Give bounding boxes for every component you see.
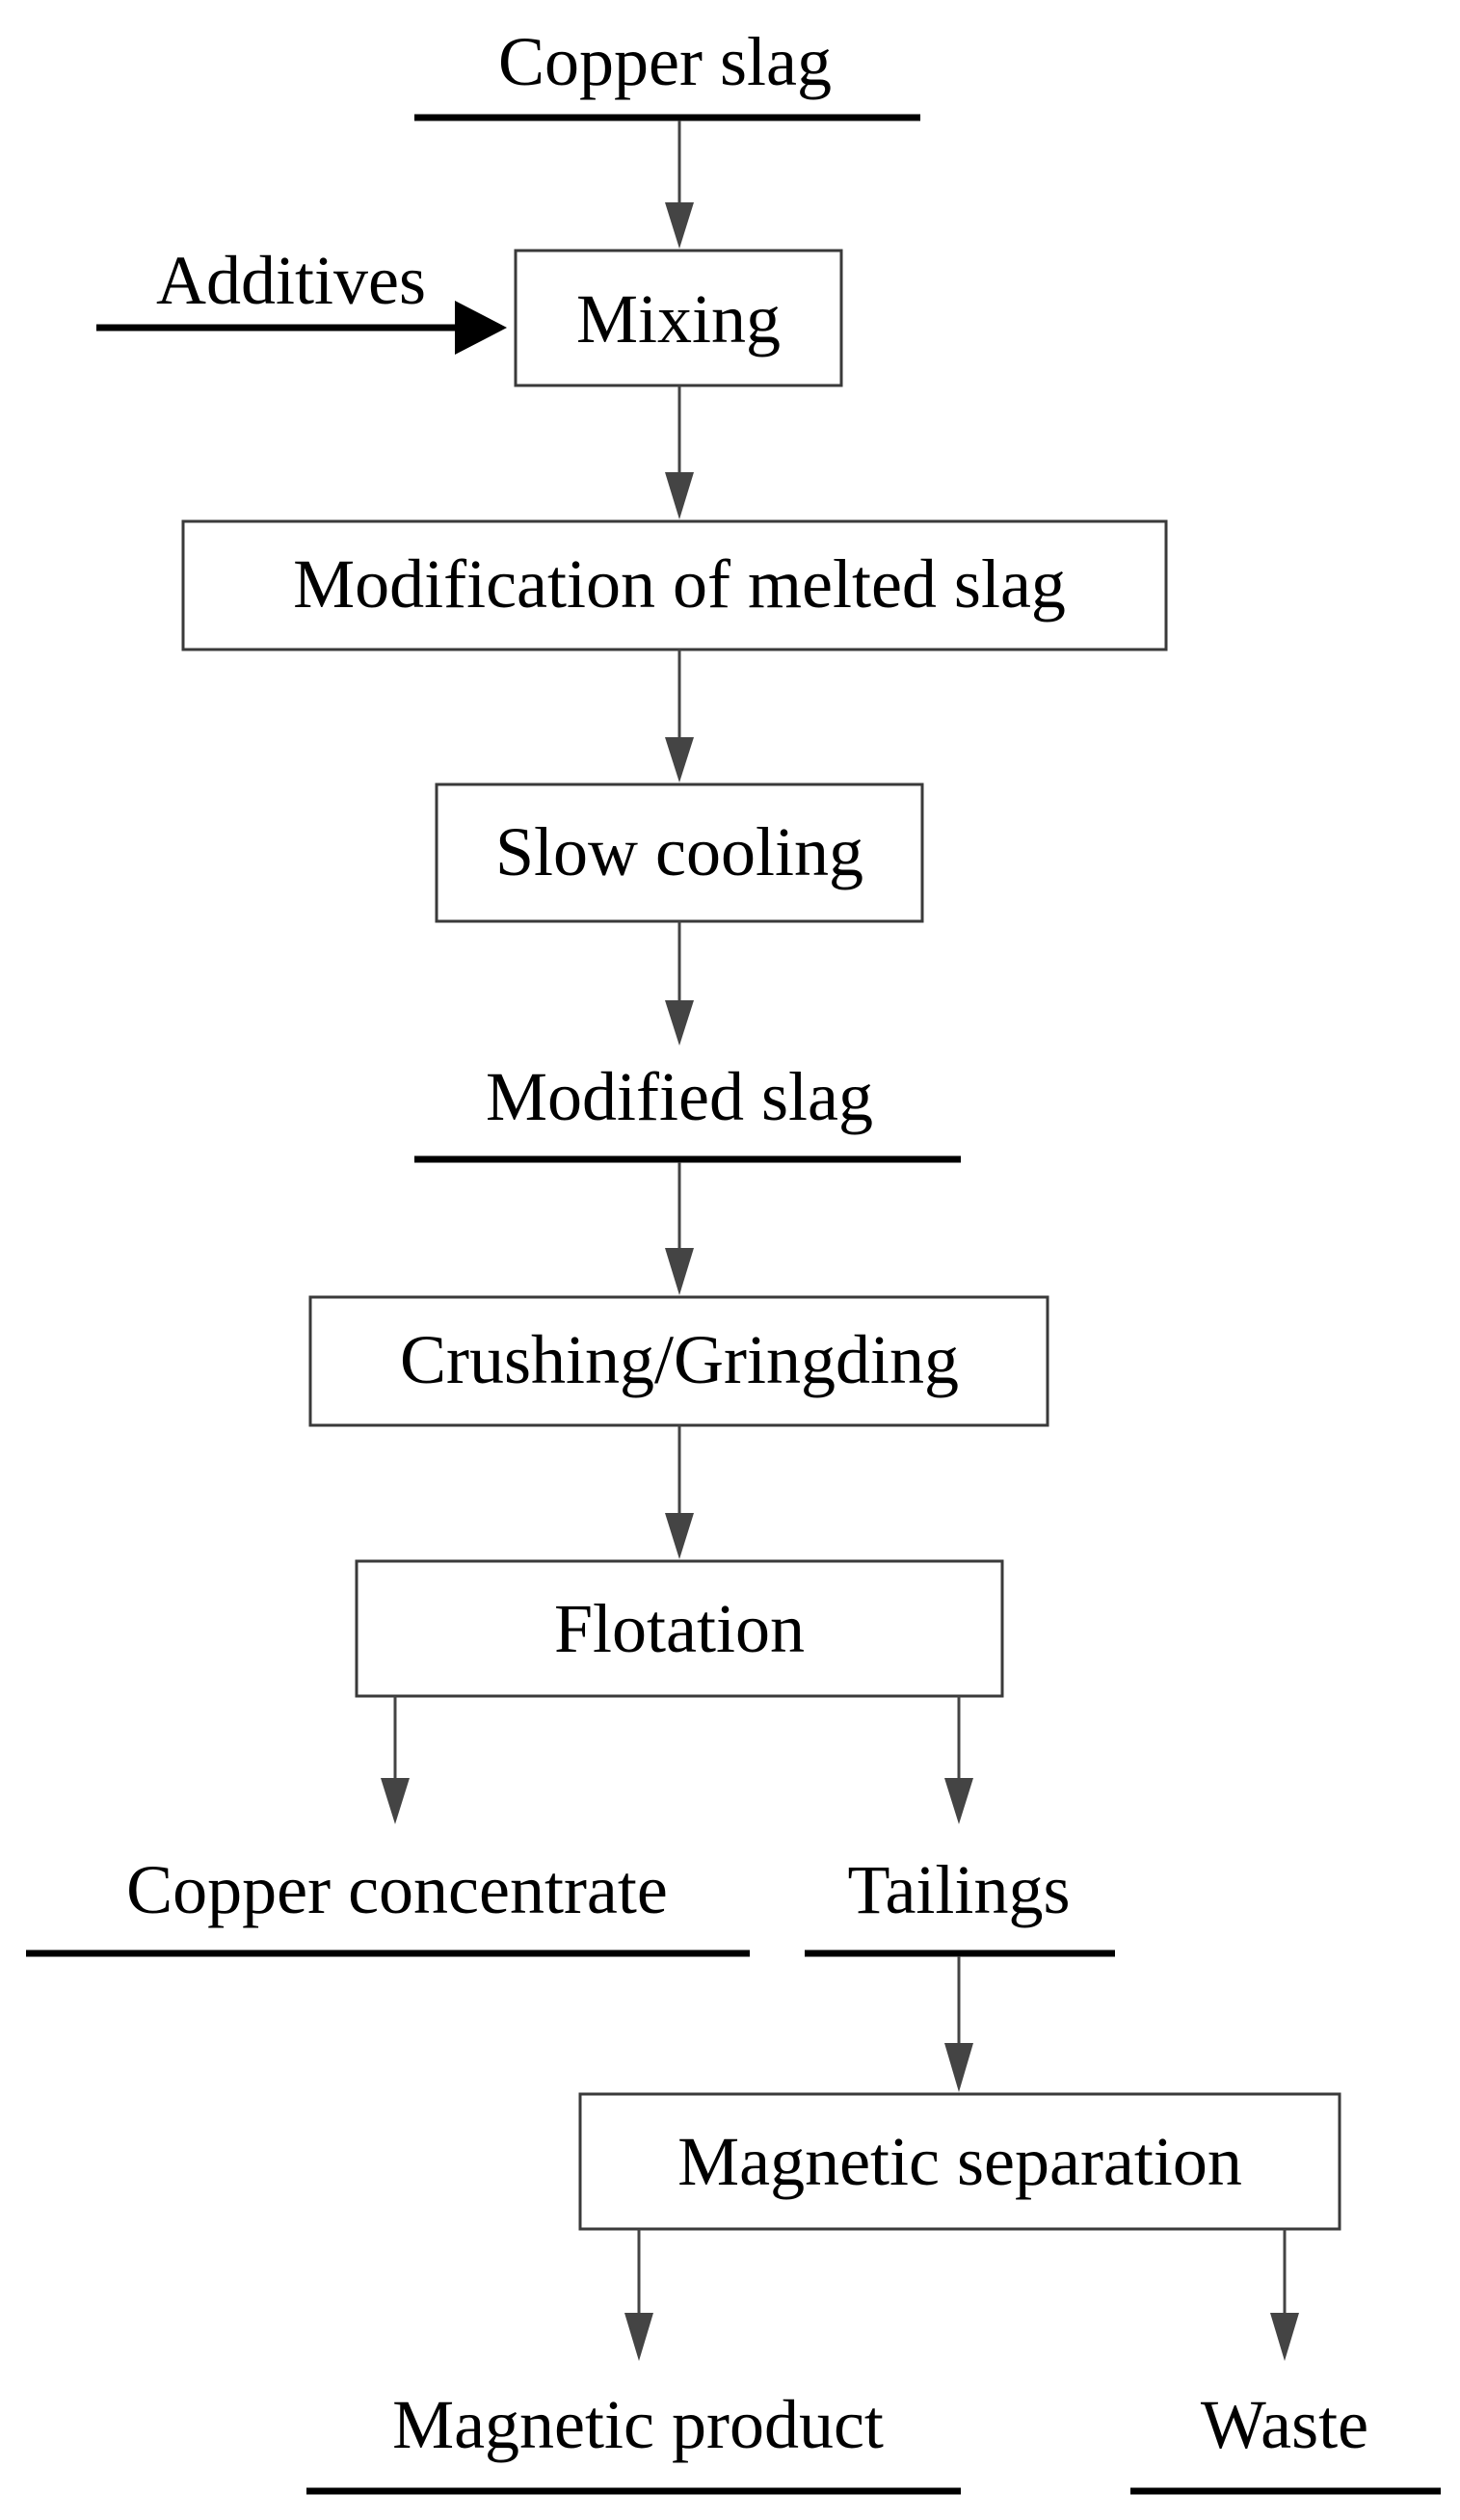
node-slow-cooling: Slow cooling [435,783,924,923]
arrow-flotation-to-tailings [944,1696,973,1824]
additives-arrow-head [455,301,507,355]
node-flotation: Flotation [355,1559,1004,1698]
magnetic-separation-box [578,2092,1341,2231]
slow-cooling-label: Slow cooling [495,813,863,890]
node-waste: Waste [1130,2386,1441,2495]
node-modification: Modification of melted slag [181,519,1168,651]
slow-cooling-box [435,783,924,923]
flotation-label: Flotation [554,1590,805,1667]
modification-label: Modification of melted slag [293,545,1066,623]
node-crushing: Crushing/Gringding [308,1295,1049,1427]
arrow-modified-slag-to-crushing [665,1162,694,1295]
additives-label: Additives [156,242,426,319]
node-tailings: Tailings [805,1851,1115,1957]
tailings-label: Tailings [848,1851,1071,1928]
arrow-crushing-to-flotation [665,1425,694,1559]
waste-label: Waste [1201,2386,1368,2463]
arrow-modification-to-slow-cooling [665,650,694,783]
arrow-magnetic-separation-to-waste [1270,2229,1299,2361]
copper-concentrate-label: Copper concentrate [126,1851,668,1928]
modified-slag-label: Modified slag [486,1058,873,1135]
arrow-tailings-to-magnetic-separation [944,1956,973,2092]
flotation-box [355,1559,1004,1698]
magnetic-separation-label: Magnetic separation [677,2123,1242,2200]
node-copper-slag: Copper slag [414,23,920,121]
arrow-slow-cooling-to-modified-slag [665,921,694,1046]
modification-box [181,519,1168,651]
node-copper-concentrate: Copper concentrate [26,1851,750,1957]
node-mixing: Mixing [514,249,843,387]
arrow-flotation-to-copper-concentrate [381,1696,410,1824]
mixing-label: Mixing [576,280,781,358]
node-magnetic-separation: Magnetic separation [578,2092,1341,2231]
arrow-mixing-to-modification [665,385,694,519]
crushing-label: Crushing/Gringding [400,1321,959,1398]
arrow-magnetic-separation-to-magnetic-product [624,2229,653,2361]
connectors [381,120,1299,2361]
copper-slag-label: Copper slag [498,23,832,100]
input-additives: Additives [96,242,507,355]
node-magnetic-product: Magnetic product [306,2386,961,2495]
node-modified-slag: Modified slag [414,1058,961,1163]
magnetic-product-label: Magnetic product [392,2386,884,2463]
mixing-box [514,249,843,387]
arrow-copper-slag-to-mixing [665,120,694,249]
